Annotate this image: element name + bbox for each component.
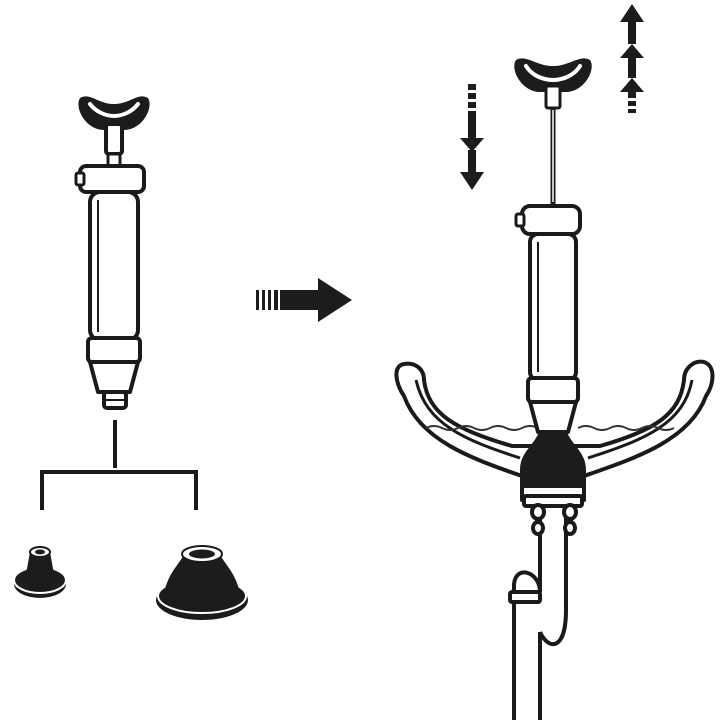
push-down-arrow-icon [460, 84, 484, 190]
small-cup-adapter [13, 546, 67, 598]
drain-pipe [508, 494, 584, 720]
left-panel [13, 96, 248, 620]
pump-plunger-in-use [514, 58, 592, 488]
large-bell-adapter [156, 545, 248, 620]
pull-up-arrow-icon [620, 4, 644, 113]
right-panel [394, 4, 715, 720]
pump-handle-neck [104, 122, 124, 156]
pump-cap [78, 164, 146, 194]
transition-arrow [256, 278, 352, 322]
pump-cap-tab [74, 171, 86, 187]
pump-handle [514, 58, 592, 92]
water-surface [425, 425, 675, 431]
pump-handle-grip [88, 102, 140, 119]
pump-plunger-tool [74, 96, 150, 410]
attachment-bracket [40, 420, 198, 510]
pump-collar [86, 336, 142, 364]
pump-handle [78, 96, 150, 130]
pump-nozzle [88, 360, 140, 394]
bell-adapter-in-drain [520, 430, 586, 488]
